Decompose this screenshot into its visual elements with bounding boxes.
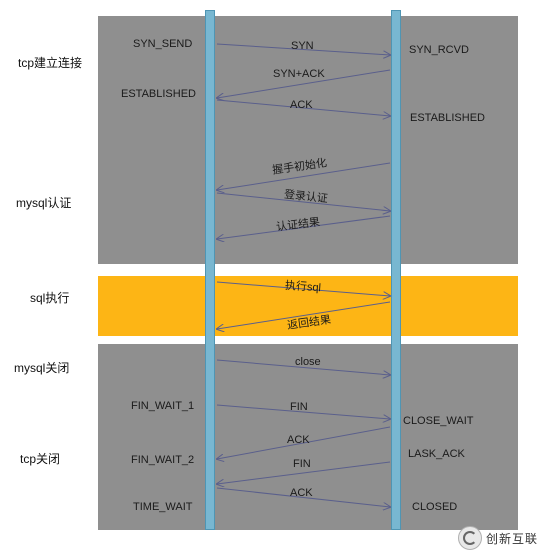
msg-label-close: close xyxy=(295,356,321,368)
arrow-login-auth xyxy=(216,192,390,211)
watermark-text: 创新互联 xyxy=(486,531,539,546)
msg-label-fin-2: FIN xyxy=(293,458,311,470)
section-label-tcp-close: tcp关闭 xyxy=(20,452,61,466)
client-state-syn-send: SYN_SEND xyxy=(133,38,193,50)
arrow-ack-2 xyxy=(217,426,391,459)
client-lifeline xyxy=(205,10,215,530)
arrow-fin-1 xyxy=(216,404,390,419)
msg-label-syn: SYN xyxy=(291,40,314,52)
arrow-ack-3 xyxy=(216,487,390,507)
arrow-auth-result xyxy=(217,215,391,239)
client-state-established: ESTABLISHED xyxy=(121,88,196,100)
client-state-time-wait: TIME_WAIT xyxy=(133,501,193,513)
arrow-handshake-init xyxy=(217,162,391,190)
server-state-established: ESTABLISHED xyxy=(410,112,485,124)
connect-auth-panel xyxy=(98,16,518,264)
arrow-return-result xyxy=(217,301,391,329)
client-state-fin-wait-1: FIN_WAIT_1 xyxy=(131,400,195,412)
sql-exec-panel xyxy=(98,276,518,336)
arrow-syn xyxy=(216,43,390,55)
server-state-closed: CLOSED xyxy=(412,501,458,513)
arrow-exec-sql xyxy=(216,281,390,296)
msg-label-syn-ack: SYN+ACK xyxy=(273,68,325,80)
arrow-close xyxy=(216,359,390,375)
server-lifeline xyxy=(391,10,401,530)
watermark-logo-icon xyxy=(458,526,482,550)
arrow-fin-2 xyxy=(217,461,391,484)
msg-label-fin-1: FIN xyxy=(290,401,308,413)
section-label-sql-exec: sql执行 xyxy=(30,291,70,305)
watermark: 创新互联 xyxy=(458,518,554,558)
client-state-fin-wait-2: FIN_WAIT_2 xyxy=(131,454,195,466)
section-label-tcp-connect: tcp建立连接 xyxy=(18,56,83,70)
server-state-close-wait: CLOSE_WAIT xyxy=(403,415,474,427)
server-state-syn-rcvd: SYN_RCVD xyxy=(409,44,469,56)
close-panel xyxy=(98,344,518,530)
msg-label-ack-3: ACK xyxy=(290,487,313,499)
msg-label-ack-2: ACK xyxy=(287,434,310,446)
msg-label-ack-1: ACK xyxy=(290,99,313,111)
section-label-mysql-close: mysql关闭 xyxy=(14,361,70,375)
arrow-syn-ack xyxy=(217,69,391,98)
arrow-ack-1 xyxy=(216,99,390,116)
server-state-lask-ack: LASK_ACK xyxy=(408,448,465,460)
msg-label-exec-sql: 执行sql xyxy=(284,279,322,295)
section-label-mysql-auth: mysql认证 xyxy=(16,196,72,210)
